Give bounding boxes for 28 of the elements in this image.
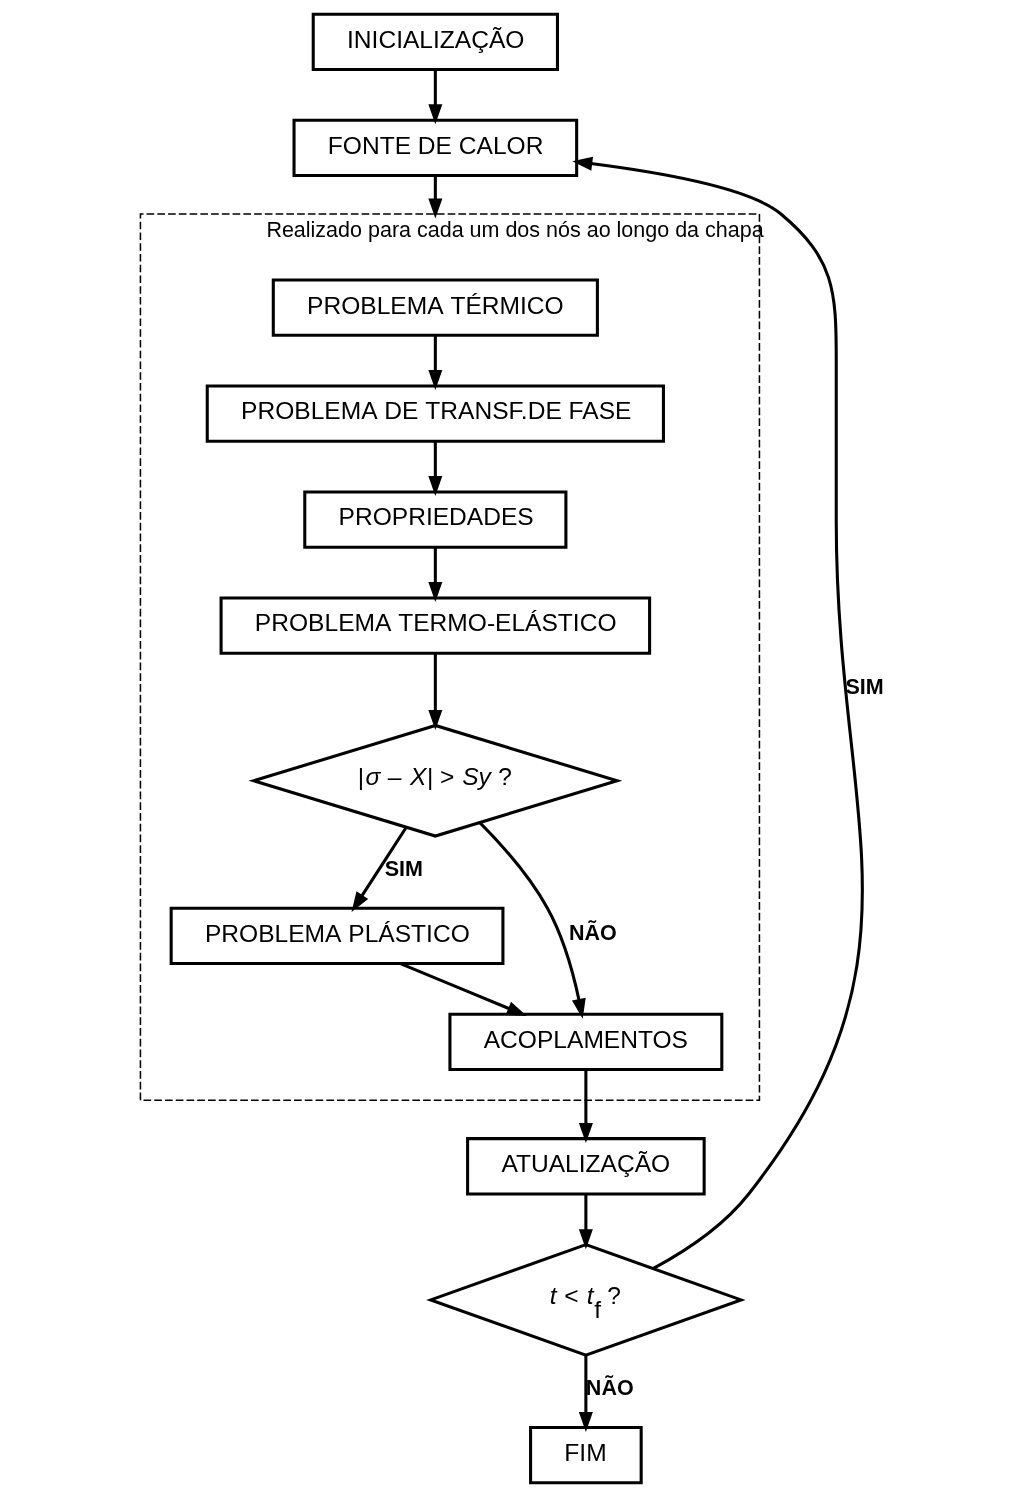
node-box: PROBLEMA PLÁSTICO (169, 906, 504, 966)
node-box: PROBLEMA DE TRANSF.DE FASE (205, 384, 665, 443)
edge-label: NÃO (585, 1376, 634, 1401)
arrow (478, 821, 586, 1019)
edge-label: SIM (844, 674, 884, 699)
node-box: FONTE DE CALOR (292, 118, 578, 178)
arrow (427, 335, 442, 390)
arrow (578, 1355, 593, 1432)
arrow (427, 176, 442, 219)
node-box: ACOPLAMENTOS (447, 1012, 723, 1072)
arrow (427, 653, 442, 730)
arrow (351, 826, 407, 912)
arrow (399, 962, 527, 1016)
node-box: PROBLEMA TÉRMICO (271, 278, 599, 337)
node-box: PROPRIEDADES (302, 490, 567, 549)
arrow (427, 547, 442, 602)
node-box: ATUALIZAÇÃO (465, 1137, 706, 1196)
edge-label: SIM (384, 857, 423, 882)
arrow (578, 1069, 593, 1144)
node-box: PROBLEMA TERMO-ELÁSTICO (219, 596, 651, 655)
node-box: INICIALIZAÇÃO (311, 12, 559, 72)
node-box: FIM (528, 1425, 643, 1485)
node-diamond: |σ – X| > Sy ? (247, 723, 622, 838)
edge-label: NÃO (568, 921, 617, 946)
arrow (427, 69, 442, 125)
arrow (578, 1194, 593, 1250)
arrow (571, 156, 864, 1270)
arrow (427, 441, 442, 496)
